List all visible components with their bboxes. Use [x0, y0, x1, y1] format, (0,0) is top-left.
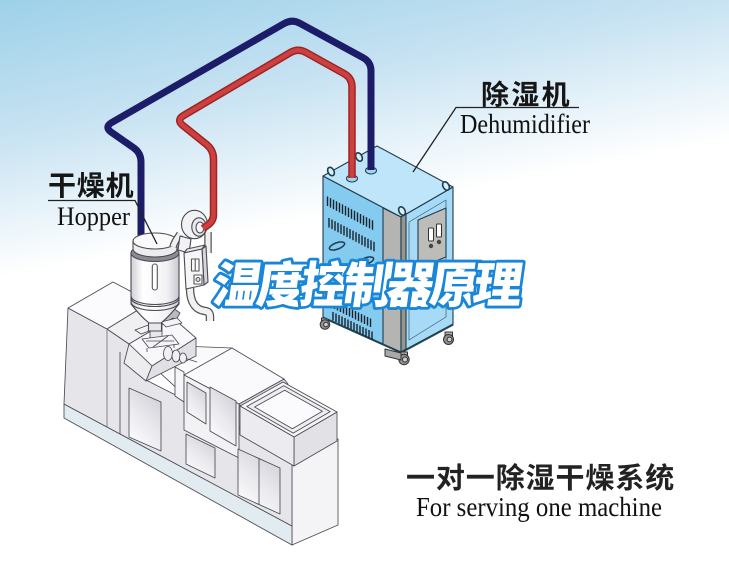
svg-text:For serving one machine: For serving one machine	[416, 492, 662, 522]
svg-text:Hopper: Hopper	[57, 202, 130, 231]
svg-text:Dehumidifier: Dehumidifier	[460, 109, 590, 139]
